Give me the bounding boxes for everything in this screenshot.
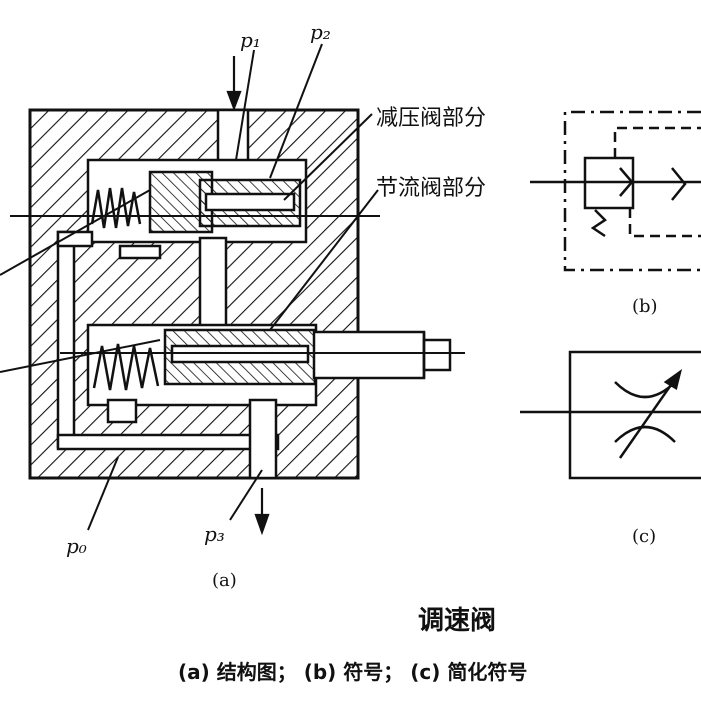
caption-c: (c) — [632, 526, 657, 547]
label-p3: p₃ — [204, 522, 225, 546]
figure-caption: (a) 结构图； (b) 符号； (c) 简化符号 — [178, 660, 528, 684]
leader-lines — [0, 43, 379, 531]
label-p2: p₂ — [310, 20, 331, 44]
throttle-spool — [163, 328, 317, 386]
lower-spring — [92, 343, 160, 391]
flow-arrows — [226, 56, 270, 536]
label-p0: p₀ — [66, 534, 87, 558]
symbol-b — [530, 110, 701, 272]
figure-title: 调速阀 — [418, 606, 497, 636]
label-p1: p₁ — [240, 28, 261, 52]
center-lines — [10, 215, 465, 354]
caption-b: (b) — [632, 296, 658, 317]
label-reducing-part: 减压阀部分 — [376, 106, 487, 131]
upper-spring — [90, 187, 142, 229]
label-throttle-part: 节流阀部分 — [376, 176, 487, 201]
symbol-c — [520, 350, 701, 480]
reducing-spool — [118, 170, 302, 260]
caption-a: (a) — [212, 570, 237, 591]
adjusting-rod — [312, 330, 452, 380]
